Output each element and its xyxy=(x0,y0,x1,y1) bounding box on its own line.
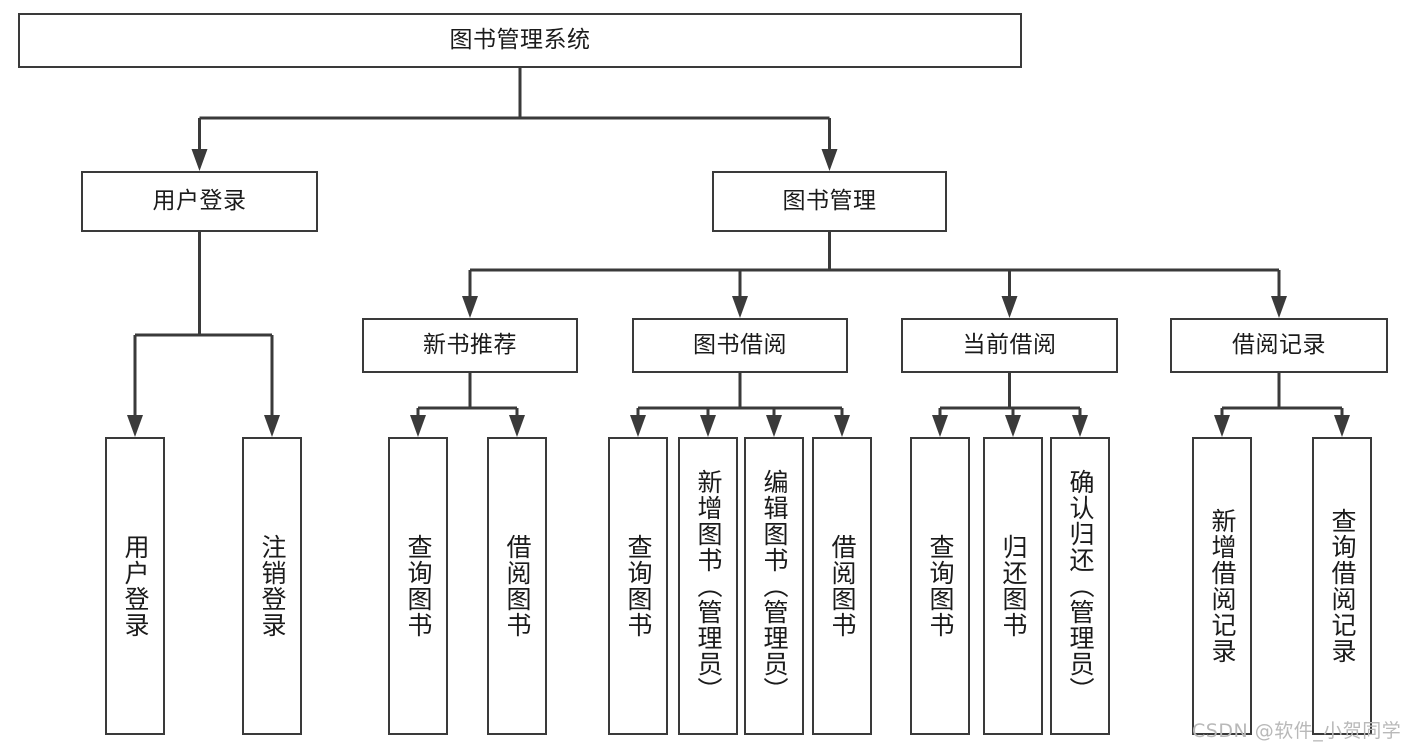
node-label-leaf-rec-query: 查询图书 xyxy=(404,534,433,638)
node-label-leaf-cb-query: 查询图书 xyxy=(926,534,955,638)
node-user-login[interactable]: 用户登录 xyxy=(81,171,318,232)
arrow-head-5-2 xyxy=(1072,415,1088,437)
node-leaf-cb-query[interactable]: 查询图书 xyxy=(910,437,970,735)
node-leaf-cb-confirm[interactable]: 确认归还（管理员） xyxy=(1050,437,1110,735)
node-leaf-rec-borrow[interactable]: 借阅图书 xyxy=(487,437,547,735)
arrow-head-4-0 xyxy=(630,415,646,437)
arrow-head-2-0 xyxy=(127,415,143,437)
arrow-head-6-1 xyxy=(1334,415,1350,437)
node-new-book-rec[interactable]: 新书推荐 xyxy=(362,318,578,373)
arrow-head-4-2 xyxy=(766,415,782,437)
arrow-head-5-1 xyxy=(1005,415,1021,437)
arrow-head-4-3 xyxy=(834,415,850,437)
node-leaf-bb-edit[interactable]: 编辑图书（管理员） xyxy=(744,437,804,735)
arrow-head-1-1 xyxy=(732,296,748,318)
node-label-root: 图书管理系统 xyxy=(449,26,591,53)
node-label-leaf-user-logout: 注销登录 xyxy=(258,534,287,638)
node-label-leaf-bb-add: 新增图书（管理员） xyxy=(694,469,723,703)
node-leaf-br-query[interactable]: 查询借阅记录 xyxy=(1312,437,1372,735)
arrow-head-5-0 xyxy=(932,415,948,437)
node-leaf-user-logout[interactable]: 注销登录 xyxy=(242,437,302,735)
arrow-head-0-0 xyxy=(191,149,208,171)
arrow-head-4-1 xyxy=(700,415,716,437)
arrow-head-6-0 xyxy=(1214,415,1230,437)
node-label-book-borrow: 图书借阅 xyxy=(693,331,787,358)
arrow-head-1-0 xyxy=(462,296,478,318)
node-leaf-cb-return[interactable]: 归还图书 xyxy=(983,437,1043,735)
node-book-borrow[interactable]: 图书借阅 xyxy=(632,318,848,373)
arrow-head-2-1 xyxy=(264,415,280,437)
arrow-head-1-2 xyxy=(1001,296,1018,318)
node-label-current-borrow: 当前借阅 xyxy=(962,331,1057,358)
node-leaf-bb-query[interactable]: 查询图书 xyxy=(608,437,668,735)
node-label-leaf-user-login: 用户登录 xyxy=(121,534,150,638)
node-label-leaf-cb-confirm: 确认归还（管理员） xyxy=(1066,469,1095,703)
node-label-leaf-bb-query: 查询图书 xyxy=(624,534,653,638)
node-leaf-bb-borrow[interactable]: 借阅图书 xyxy=(812,437,872,735)
node-label-leaf-br-add: 新增借阅记录 xyxy=(1208,508,1237,664)
node-root[interactable]: 图书管理系统 xyxy=(18,13,1022,68)
csdn-watermark: CSDN @软件_小贺同学 xyxy=(1192,720,1402,742)
node-label-book-manage: 图书管理 xyxy=(782,187,877,214)
node-book-manage[interactable]: 图书管理 xyxy=(712,171,947,232)
arrow-head-0-1 xyxy=(821,149,838,171)
node-label-borrow-record: 借阅记录 xyxy=(1232,331,1326,358)
node-current-borrow[interactable]: 当前借阅 xyxy=(901,318,1118,373)
node-label-leaf-bb-edit: 编辑图书（管理员） xyxy=(760,469,789,703)
node-borrow-record[interactable]: 借阅记录 xyxy=(1170,318,1388,373)
node-label-user-login: 用户登录 xyxy=(152,187,247,214)
node-leaf-bb-add[interactable]: 新增图书（管理员） xyxy=(678,437,738,735)
node-label-new-book-rec: 新书推荐 xyxy=(423,331,517,358)
node-label-leaf-rec-borrow: 借阅图书 xyxy=(503,534,532,638)
arrow-head-3-1 xyxy=(509,415,525,437)
node-label-leaf-br-query: 查询借阅记录 xyxy=(1328,508,1357,664)
arrow-head-1-3 xyxy=(1271,296,1287,318)
node-label-leaf-bb-borrow: 借阅图书 xyxy=(828,534,857,638)
node-leaf-rec-query[interactable]: 查询图书 xyxy=(388,437,448,735)
node-label-leaf-cb-return: 归还图书 xyxy=(999,534,1028,638)
node-leaf-user-login[interactable]: 用户登录 xyxy=(105,437,165,735)
node-leaf-br-add[interactable]: 新增借阅记录 xyxy=(1192,437,1252,735)
arrow-head-3-0 xyxy=(410,415,426,437)
